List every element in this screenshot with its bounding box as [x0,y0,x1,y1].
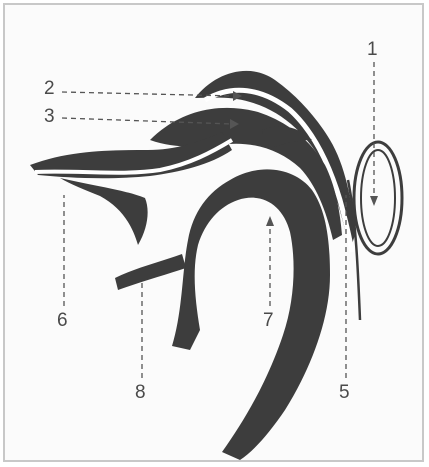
label-8: 8 [135,382,146,403]
label-1: 1 [367,39,378,60]
label-2: 2 [44,78,55,99]
branch-shape [115,254,186,290]
central-tube-shape [172,169,330,460]
label-5: 5 [339,382,350,403]
label-3: 3 [44,106,55,127]
arrowhead-7 [266,216,274,226]
label-6: 6 [57,310,68,331]
label-7: 7 [263,310,274,331]
arrowhead-1 [370,196,378,206]
lower-left-lobe [60,178,148,245]
oval-structure-inner [361,150,395,246]
